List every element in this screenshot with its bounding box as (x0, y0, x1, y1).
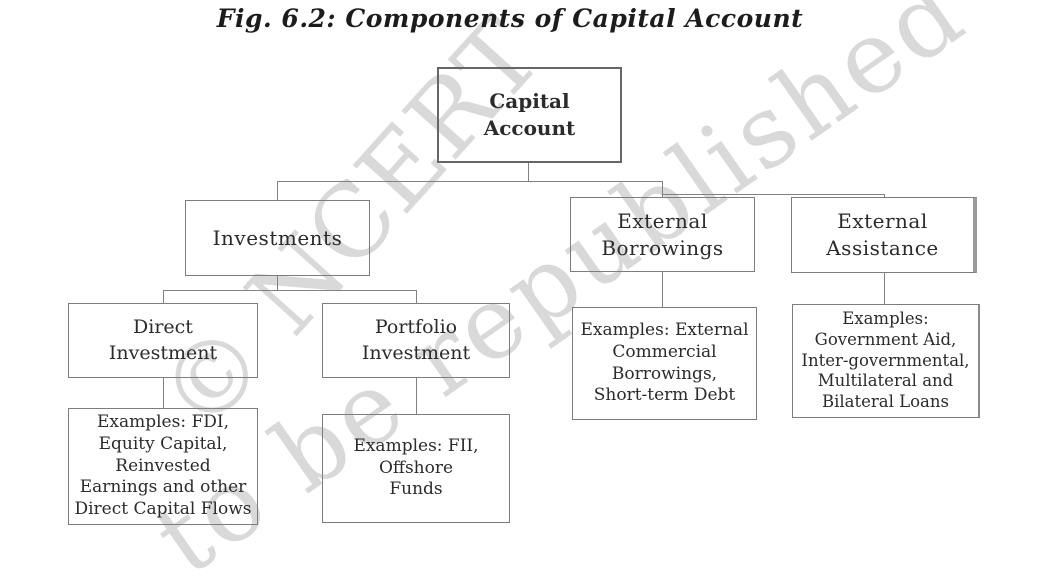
connector-line (662, 272, 663, 307)
node-examples-external-assistance: Examples: Government Aid, Inter-governme… (792, 304, 980, 418)
node-portfolio-investment: Portfolio Investment (322, 303, 510, 378)
node-external-assistance: External Assistance (791, 197, 977, 273)
node-investments: Investments (185, 200, 370, 276)
node-examples-external-borrowings: Examples: External Commercial Borrowings… (572, 307, 757, 420)
node-direct-investment: Direct Investment (68, 303, 258, 378)
node-examples-direct-investment: Examples: FDI, Equity Capital, Reinveste… (68, 408, 258, 525)
connector-line (163, 290, 164, 303)
node-external-borrowings: External Borrowings (570, 197, 755, 272)
figure-title: Fig. 6.2: Components of Capital Account (216, 4, 804, 33)
connector-line (662, 181, 663, 197)
connector-line (416, 290, 417, 303)
node-capital-account: Capital Account (437, 67, 622, 163)
connector-line (277, 181, 663, 182)
connector-line (277, 181, 278, 200)
connector-line (163, 378, 164, 408)
connector-line (884, 194, 885, 198)
connector-line (277, 276, 278, 291)
connector-line (416, 378, 417, 414)
connector-line (528, 163, 529, 181)
connector-line (662, 194, 884, 195)
connector-line (163, 290, 417, 291)
node-examples-portfolio-investment: Examples: FII, Offshore Funds (322, 414, 510, 523)
connector-line (884, 273, 885, 304)
